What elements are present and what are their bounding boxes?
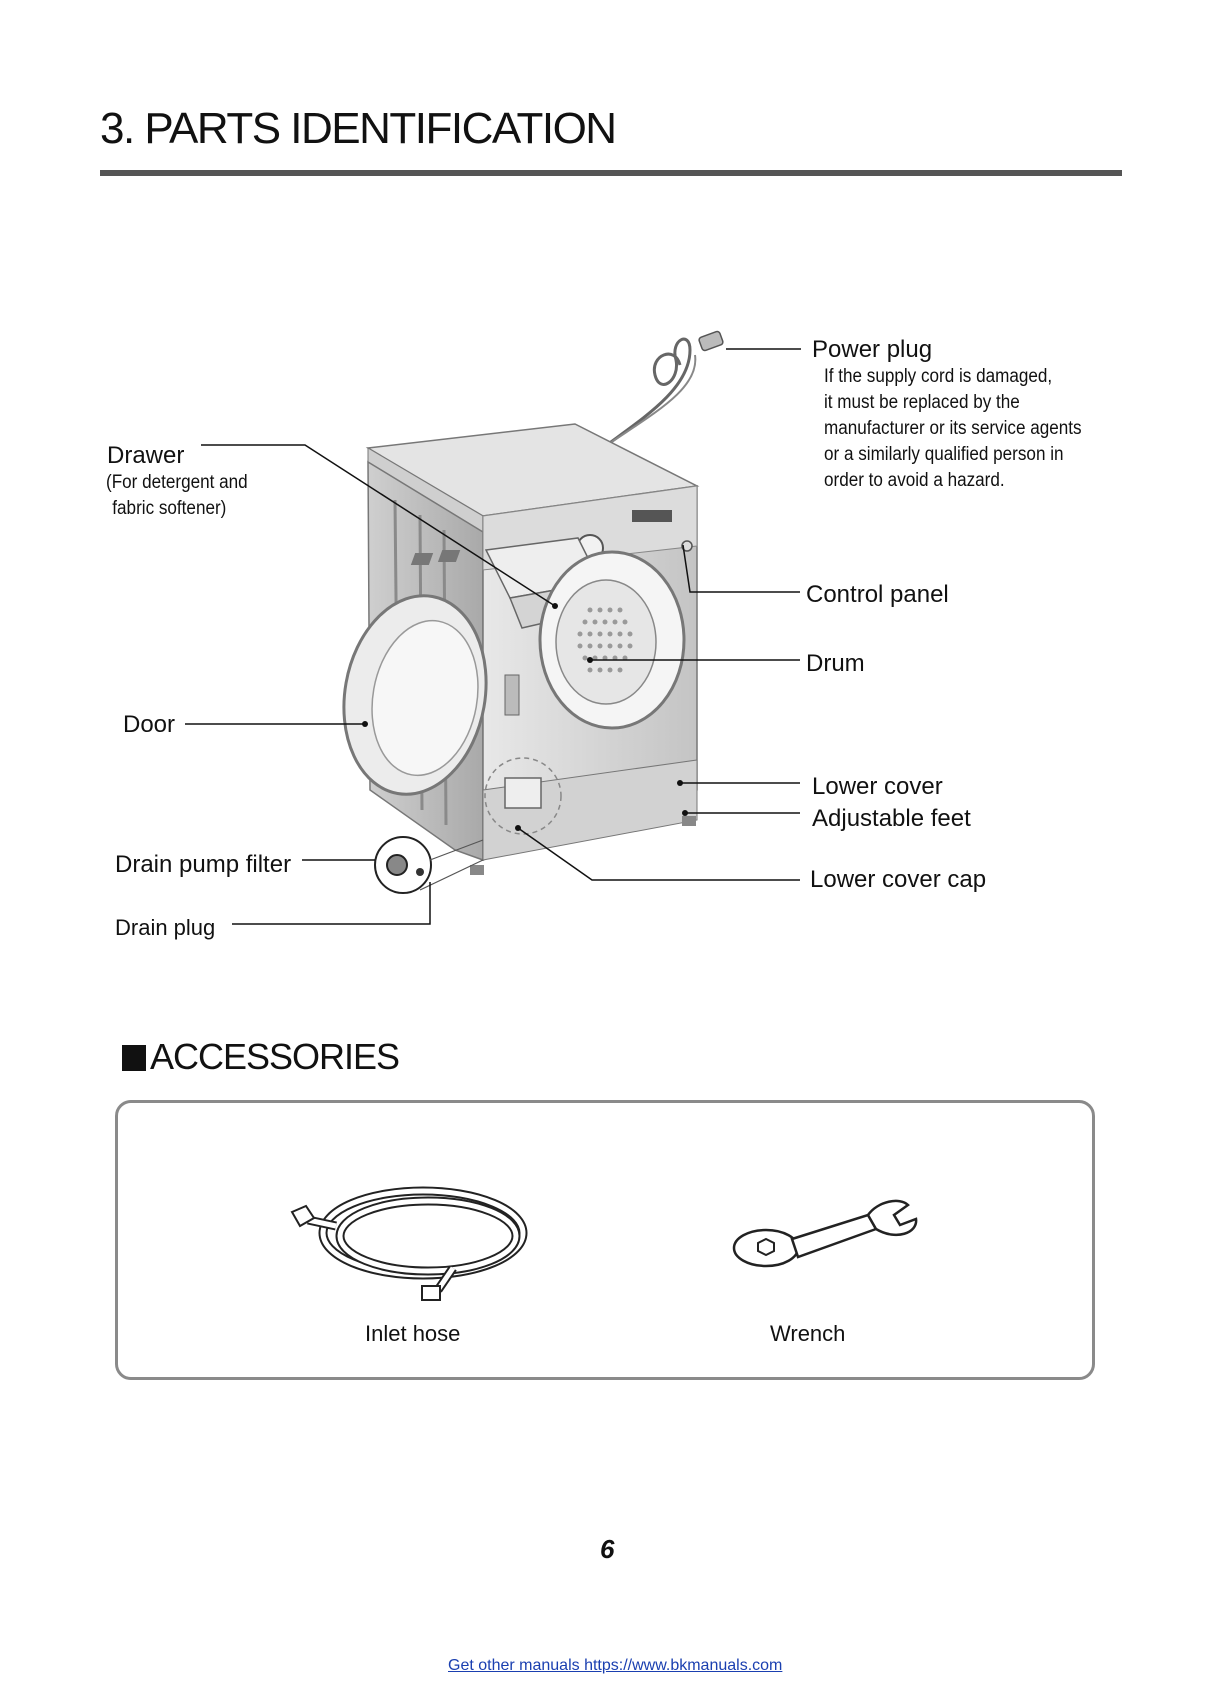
accessories-title: ACCESSORIES bbox=[150, 1036, 400, 1077]
power-plug-label: Power plug bbox=[812, 336, 933, 363]
drawer-note-line: (For detergent and bbox=[106, 472, 248, 493]
wrench-icon bbox=[732, 1199, 918, 1268]
power-plug-note-line: or a similarly qualified person in bbox=[824, 444, 1064, 465]
accessories-heading: ACCESSORIES bbox=[122, 1036, 400, 1078]
power-plug-note-line: manufacturer or its service agents bbox=[824, 418, 1082, 439]
drain-plug-label: Drain plug bbox=[115, 915, 216, 940]
drawer-note: (For detergent and fabric softener) bbox=[106, 470, 248, 522]
inlet-hose-label: Inlet hose bbox=[365, 1321, 461, 1346]
lower-cover-label: Lower cover bbox=[812, 773, 943, 800]
power-plug-note-line: If the supply cord is damaged, bbox=[824, 366, 1053, 387]
drain-pump-filter-label: Drain pump filter bbox=[115, 851, 292, 878]
lower-cover-cap-label: Lower cover cap bbox=[810, 866, 987, 893]
accessories-box: Inlet hose Wrench bbox=[115, 1100, 1095, 1380]
wrench-label: Wrench bbox=[770, 1321, 846, 1346]
bkmanuals-link[interactable]: Get other manuals https://www.bkmanuals.… bbox=[448, 1657, 783, 1674]
power-plug-icon bbox=[698, 330, 724, 352]
control-panel-label: Control panel bbox=[806, 581, 949, 608]
drawer-note-line: fabric softener) bbox=[112, 498, 227, 519]
power-plug-note: If the supply cord is damaged, it must b… bbox=[824, 364, 1082, 494]
title-divider bbox=[100, 170, 1122, 176]
square-bullet-icon bbox=[122, 1045, 146, 1071]
drum-label: Drum bbox=[806, 650, 865, 677]
washing-machine-illustration bbox=[185, 330, 801, 925]
power-cord bbox=[599, 337, 692, 452]
drawer-label: Drawer bbox=[107, 442, 185, 469]
page-number: 6 bbox=[600, 1534, 615, 1564]
adjustable-feet-label: Adjustable feet bbox=[812, 805, 971, 832]
inlet-hose-icon bbox=[290, 1186, 528, 1301]
door-label: Door bbox=[123, 711, 176, 738]
page-title: 3. PARTS IDENTIFICATION bbox=[100, 104, 617, 153]
power-plug-note-line: it must be replaced by the bbox=[824, 392, 1020, 413]
power-plug-note-line: order to avoid a hazard. bbox=[824, 470, 1005, 491]
